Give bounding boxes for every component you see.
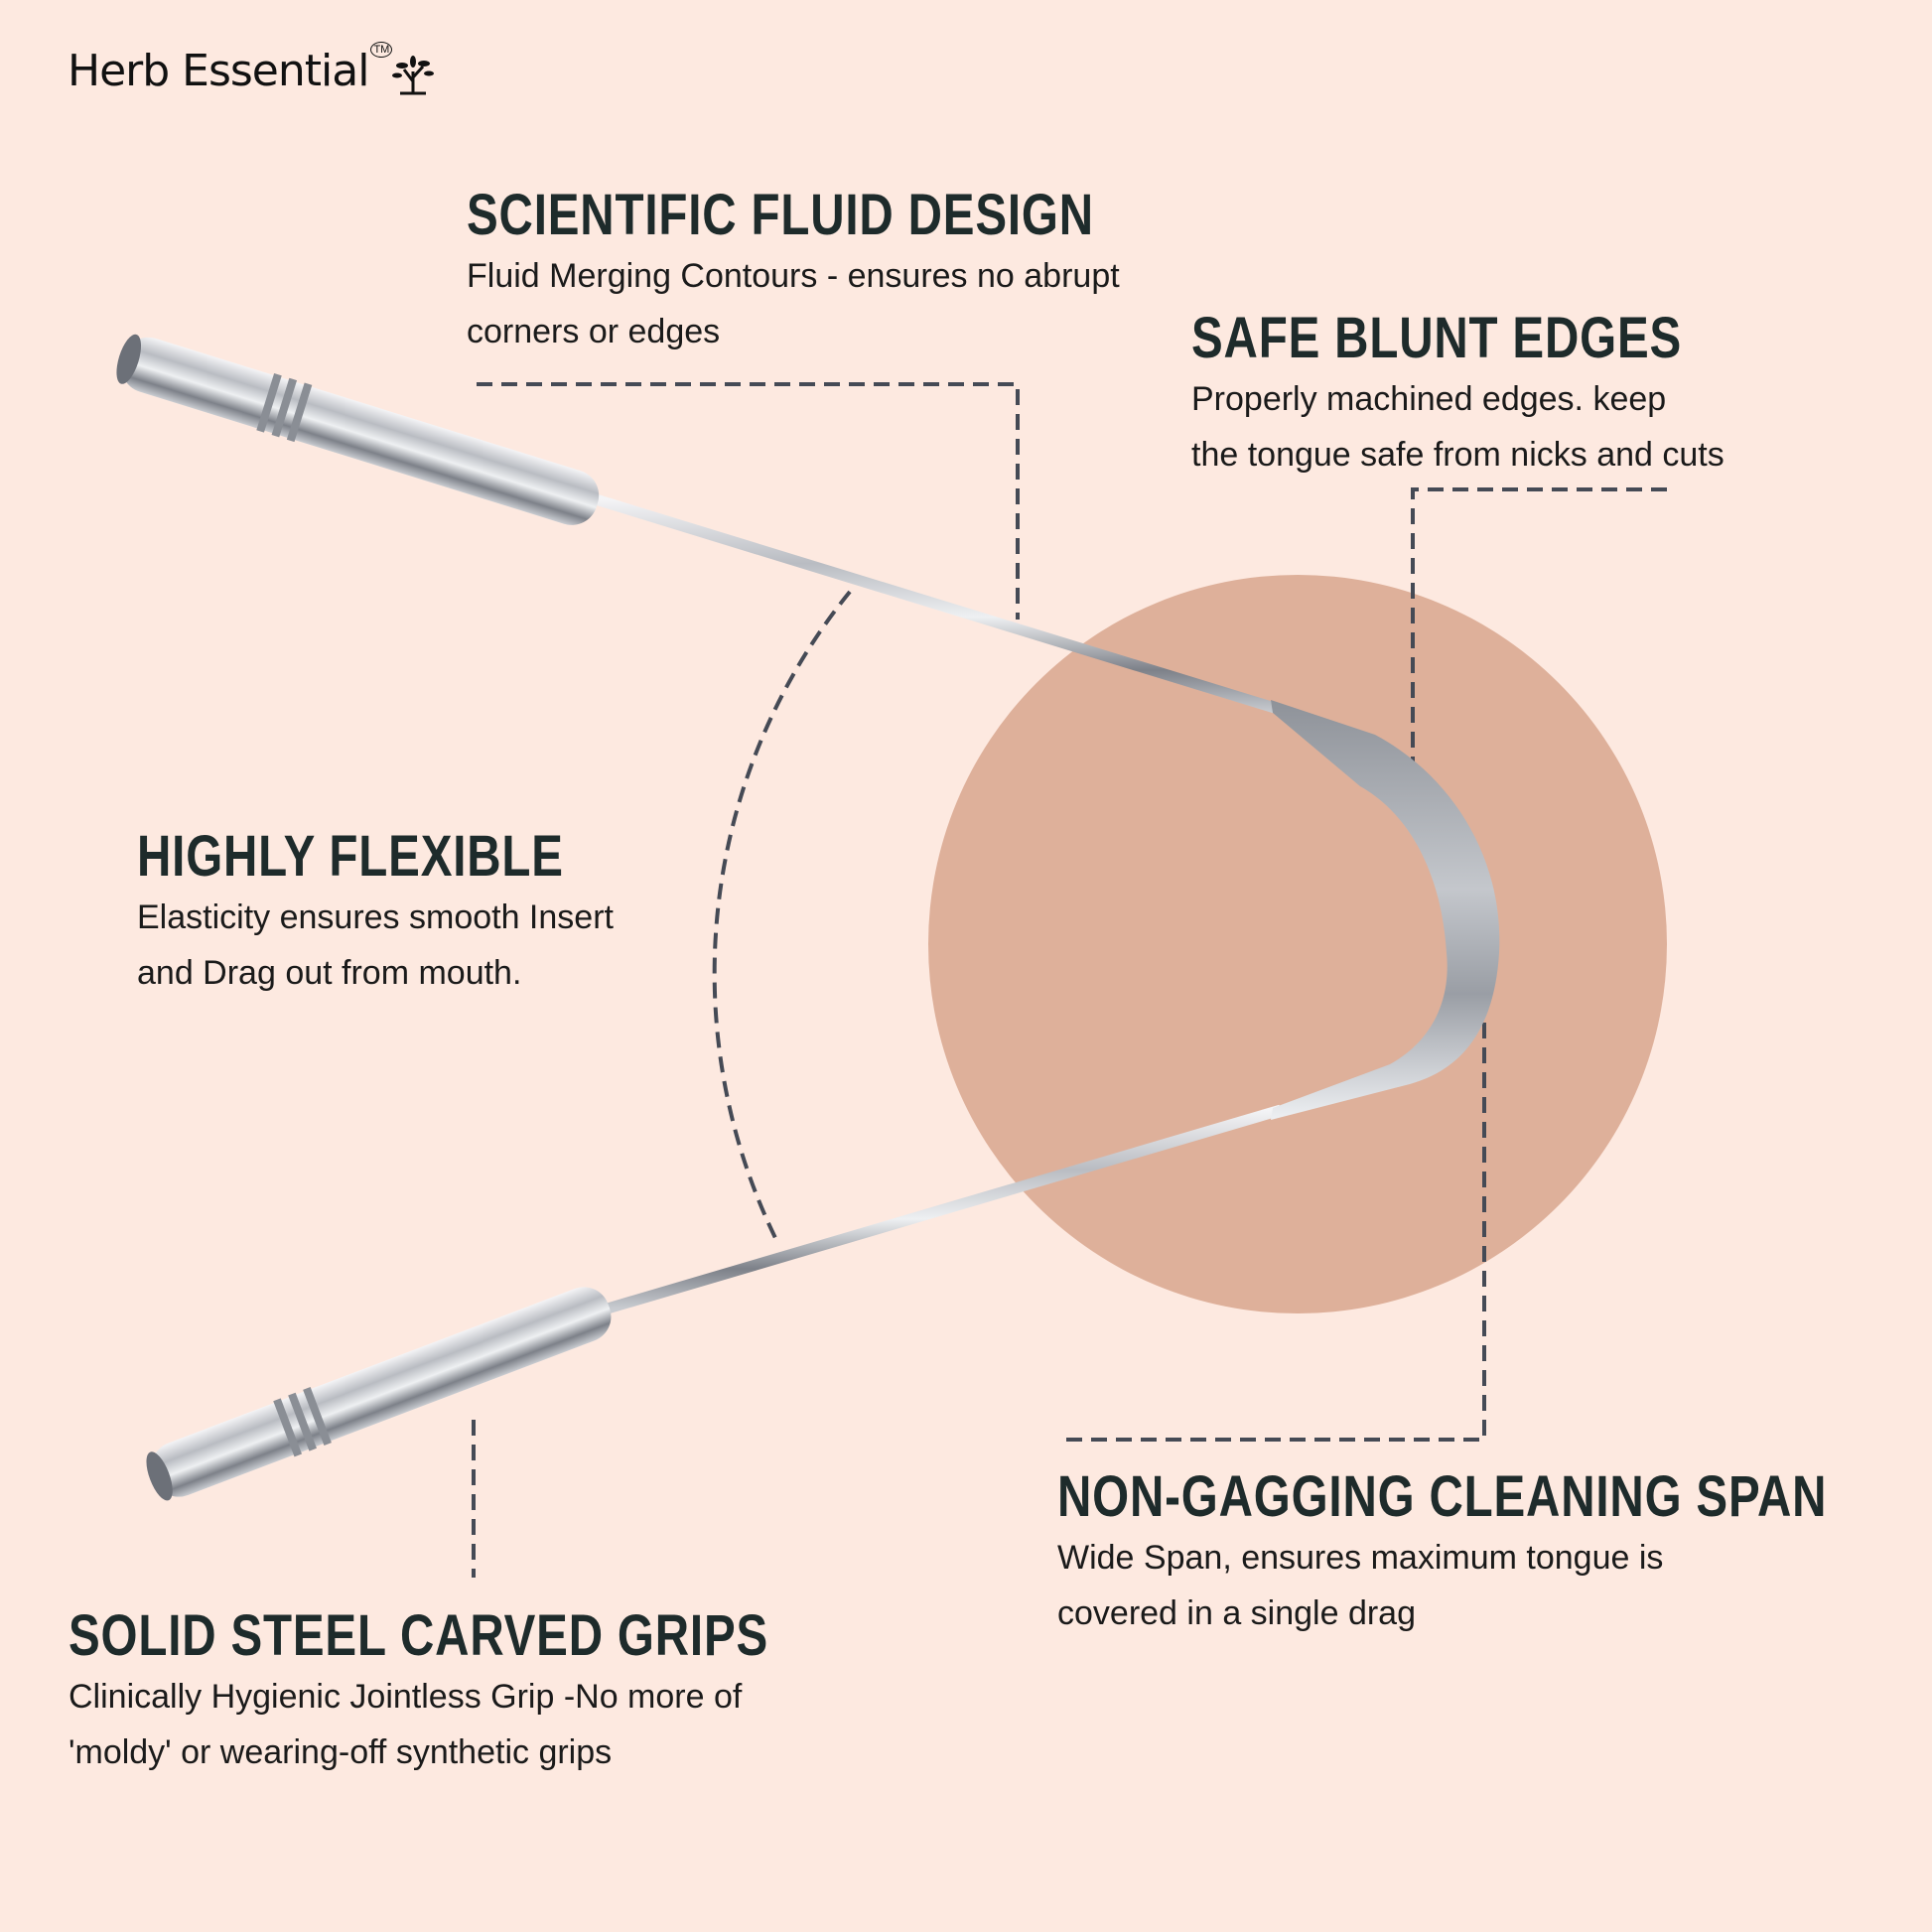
brand-name: Herb Essential xyxy=(68,46,369,96)
feature-title: SAFE BLUNT EDGES xyxy=(1191,306,1683,370)
feature-desc-line: Elasticity ensures smooth Insert xyxy=(137,898,614,936)
brand-logo: Herb Essential TM xyxy=(68,42,435,96)
feature-title: NON-GAGGING CLEANING SPAN xyxy=(1057,1464,1828,1529)
feature-desc-line: Properly machined edges. keep xyxy=(1191,380,1667,418)
feature-desc-line: covered in a single drag xyxy=(1057,1594,1417,1632)
feature-title: HIGHLY FLEXIBLE xyxy=(137,824,564,889)
leader-safe-edges xyxy=(1411,487,1667,819)
feature-title: SCIENTIFIC FLUID DESIGN xyxy=(467,183,1094,247)
feature-desc-line: Fluid Merging Contours - ensures no abru… xyxy=(467,257,1120,295)
feature-safe-blunt-edges: SAFE BLUNT EDGES Properly machined edges… xyxy=(1191,308,1790,481)
feature-desc-line: Wide Span, ensures maximum tongue is xyxy=(1057,1539,1664,1577)
feature-desc-line: Clinically Hygienic Jointless Grip -No m… xyxy=(69,1678,743,1716)
feature-desc-line: corners or edges xyxy=(467,313,721,350)
feature-scientific-fluid-design: SCIENTIFIC FLUID DESIGN Fluid Merging Co… xyxy=(467,185,1232,357)
leader-flexible xyxy=(712,590,852,1245)
tree-icon xyxy=(392,56,435,95)
tongue-cleaner xyxy=(116,334,1500,1501)
leader-span xyxy=(1064,973,1486,1442)
feature-solid-steel-grips: SOLID STEEL CARVED GRIPS Clinically Hygi… xyxy=(69,1605,922,1778)
leader-scientific xyxy=(477,382,1020,620)
dashed-leader-lines xyxy=(472,382,1667,1578)
accent-circle xyxy=(928,575,1667,1313)
feature-non-gagging-span: NON-GAGGING CLEANING SPAN Wide Span, ens… xyxy=(1057,1466,1932,1639)
feature-desc-line: and Drag out from mouth. xyxy=(137,954,522,992)
feature-title: SOLID STEEL CARVED GRIPS xyxy=(69,1603,769,1668)
feature-desc-line: the tongue safe from nicks and cuts xyxy=(1191,436,1725,474)
trademark-mark: TM xyxy=(370,42,393,58)
feature-desc-line: 'moldy' or wearing-off synthetic grips xyxy=(69,1733,613,1771)
feature-highly-flexible: HIGHLY FLEXIBLE Elasticity ensures smoot… xyxy=(137,826,657,999)
